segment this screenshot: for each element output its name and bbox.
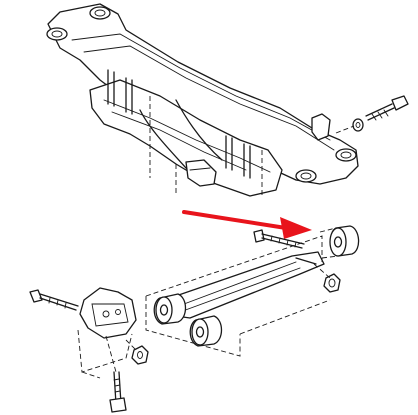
- callout-arrow: [182, 210, 312, 239]
- subframe-mount-hole-right-front: [295, 169, 317, 183]
- arm-bracket: [77, 287, 137, 379]
- subframe-side-bracket: [311, 113, 331, 141]
- bracket-nut: [131, 345, 149, 365]
- subframe-mount-hole-left-rear: [89, 6, 111, 20]
- subframe-mount-hole-left-front: [46, 27, 68, 41]
- lower-bolt: [109, 371, 127, 413]
- pivot-nut: [323, 273, 341, 293]
- rear-subframe: [46, 3, 359, 197]
- subframe-mounting-bolt: [365, 95, 409, 121]
- subframe-washer: [352, 118, 364, 132]
- bracket-bolt: [29, 289, 79, 311]
- subframe-lower-tab: [185, 159, 217, 187]
- subframe-mount-hole-right-rear: [335, 148, 357, 162]
- front-bushing: [319, 225, 360, 259]
- pivot-bolt: [253, 229, 305, 249]
